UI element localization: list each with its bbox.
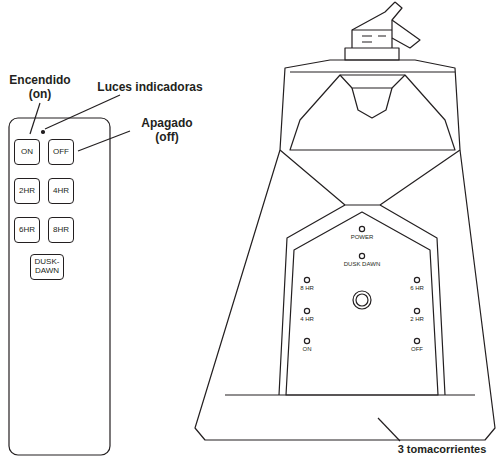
button-label: ON	[21, 148, 33, 157]
leader-line	[78, 131, 130, 151]
indicator-light	[42, 131, 45, 134]
callout-label: Encendido (on)	[4, 74, 76, 102]
remote-button: 2HR	[14, 178, 40, 204]
remote-button: 8HR	[48, 217, 74, 243]
button-label: 8HR	[53, 226, 69, 235]
panel-label: 4 HR	[292, 316, 322, 323]
button-label: 6HR	[19, 226, 35, 235]
timer-housing	[195, 60, 495, 440]
leader-line	[30, 103, 40, 134]
remote-button: OFF	[48, 139, 74, 165]
hanging-clip	[345, 2, 420, 60]
panel-label: DUSK DAWN	[337, 261, 387, 268]
callout-label: Apagado (off)	[132, 117, 202, 145]
callout-label: 3 tomacorrientes	[388, 443, 496, 456]
indicator-led	[304, 226, 419, 343]
leader-line	[45, 95, 120, 129]
button-label: OFF	[53, 148, 69, 157]
remote-button: 6HR	[14, 217, 40, 243]
panel-label: ON	[292, 346, 322, 353]
remote-button: ON	[14, 139, 40, 165]
leader-line	[378, 418, 400, 441]
button-label: 4HR	[53, 187, 69, 196]
panel-label: 2 HR	[402, 316, 432, 323]
remote-button: DUSK- DAWN	[30, 254, 64, 280]
callout-label: Luces indicadoras	[90, 81, 210, 95]
remote-body	[9, 118, 110, 455]
panel-label: OFF	[402, 346, 432, 353]
panel-label: POWER	[342, 234, 382, 241]
panel-label: 8 HR	[292, 285, 322, 292]
panel-label: 6 HR	[402, 285, 432, 292]
remote-button: 4HR	[48, 178, 74, 204]
button-label: DUSK- DAWN	[31, 258, 63, 276]
button-label: 2HR	[19, 187, 35, 196]
